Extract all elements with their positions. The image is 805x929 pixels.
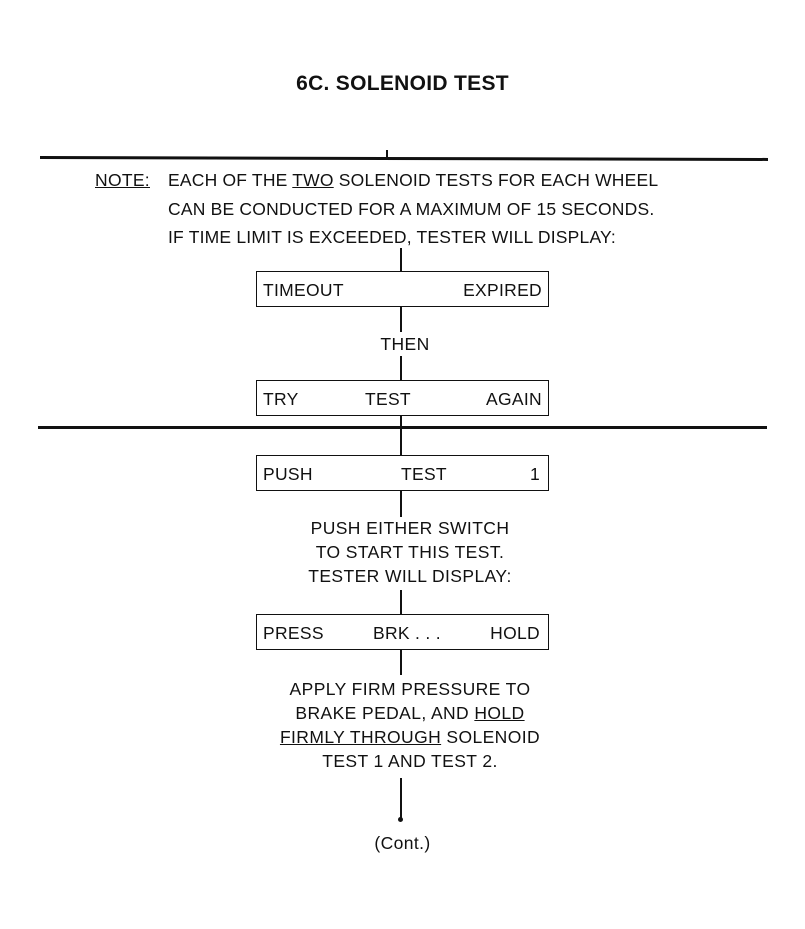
- display-press-left: PRESS: [263, 623, 324, 643]
- display-push-center: TEST: [401, 464, 447, 484]
- display-press-brk-hold: PRESS BRK . . . HOLD: [256, 614, 549, 650]
- connector-then-try: [400, 356, 402, 380]
- display-push-test-1: PUSH TEST 1: [256, 455, 549, 491]
- note-line-3: IF TIME LIMIT IS EXCEEDED, TESTER WILL D…: [168, 227, 616, 247]
- connector-apply-cont: [400, 778, 402, 820]
- apply-instructions-line-4: TEST 1 AND TEST 2.: [322, 751, 498, 771]
- display-press-center: BRK . . .: [373, 623, 441, 643]
- middle-divider: [38, 426, 767, 429]
- apply-emphasis-hold: HOLD: [474, 703, 525, 723]
- connector-instructions-press: [400, 590, 402, 615]
- push-instructions-line-3: TESTER WILL DISPLAY:: [308, 566, 512, 586]
- connector-note-timeout: [400, 248, 402, 271]
- display-try-left: TRY: [263, 389, 299, 409]
- display-timeout-right: EXPIRED: [463, 280, 542, 300]
- page-title: 6C. SOLENOID TEST: [296, 72, 509, 95]
- display-push-right: 1: [529, 464, 540, 484]
- display-try-test-again: TRY TEST AGAIN: [256, 380, 549, 416]
- apply-instructions-line-3: FIRMLY THROUGH SOLENOID: [150, 725, 670, 749]
- display-try-center: TEST: [365, 389, 411, 409]
- note-emphasis-two: TWO: [292, 170, 334, 190]
- display-push-left: PUSH: [263, 464, 313, 484]
- push-instructions-line-2: TO START THIS TEST.: [315, 542, 505, 562]
- then-label: THEN: [380, 334, 430, 354]
- display-try-right: AGAIN: [486, 389, 542, 409]
- apply-emphasis-firmly-through: FIRMLY THROUGH: [279, 727, 442, 747]
- connector-timeout-then: [400, 307, 402, 332]
- continuation-label: (Cont.): [374, 833, 431, 853]
- connector-push-instructions: [400, 491, 402, 517]
- display-timeout-expired: TIMEOUT EXPIRED: [256, 271, 549, 307]
- note-line-1-pre: EACH OF THE: [168, 170, 293, 190]
- connector-try-push: [400, 416, 402, 456]
- apply-instructions-line-1: APPLY FIRM PRESSURE TO: [289, 679, 531, 699]
- apply-line-2-pre: BRAKE PEDAL, AND: [295, 703, 475, 723]
- apply-instructions-line-2: BRAKE PEDAL, AND HOLD: [150, 701, 670, 725]
- top-divider: [39, 156, 769, 161]
- note-line-1: EACH OF THE TWO SOLENOID TESTS FOR EACH …: [168, 170, 658, 191]
- connector-end-dot: [398, 817, 403, 822]
- note-line-1-post: SOLENOID TESTS FOR EACH WHEEL: [333, 170, 659, 190]
- display-timeout-left: TIMEOUT: [263, 280, 344, 300]
- note-line-2: CAN BE CONDUCTED FOR A MAXIMUM OF 15 SEC…: [168, 199, 655, 219]
- push-instructions-line-1: PUSH EITHER SWITCH: [310, 518, 510, 538]
- connector-press-apply: [400, 650, 402, 675]
- top-divider-tick: [386, 150, 388, 158]
- display-press-right: HOLD: [490, 623, 540, 643]
- note-label: NOTE:: [95, 170, 150, 190]
- apply-line-3-post: SOLENOID: [441, 727, 541, 747]
